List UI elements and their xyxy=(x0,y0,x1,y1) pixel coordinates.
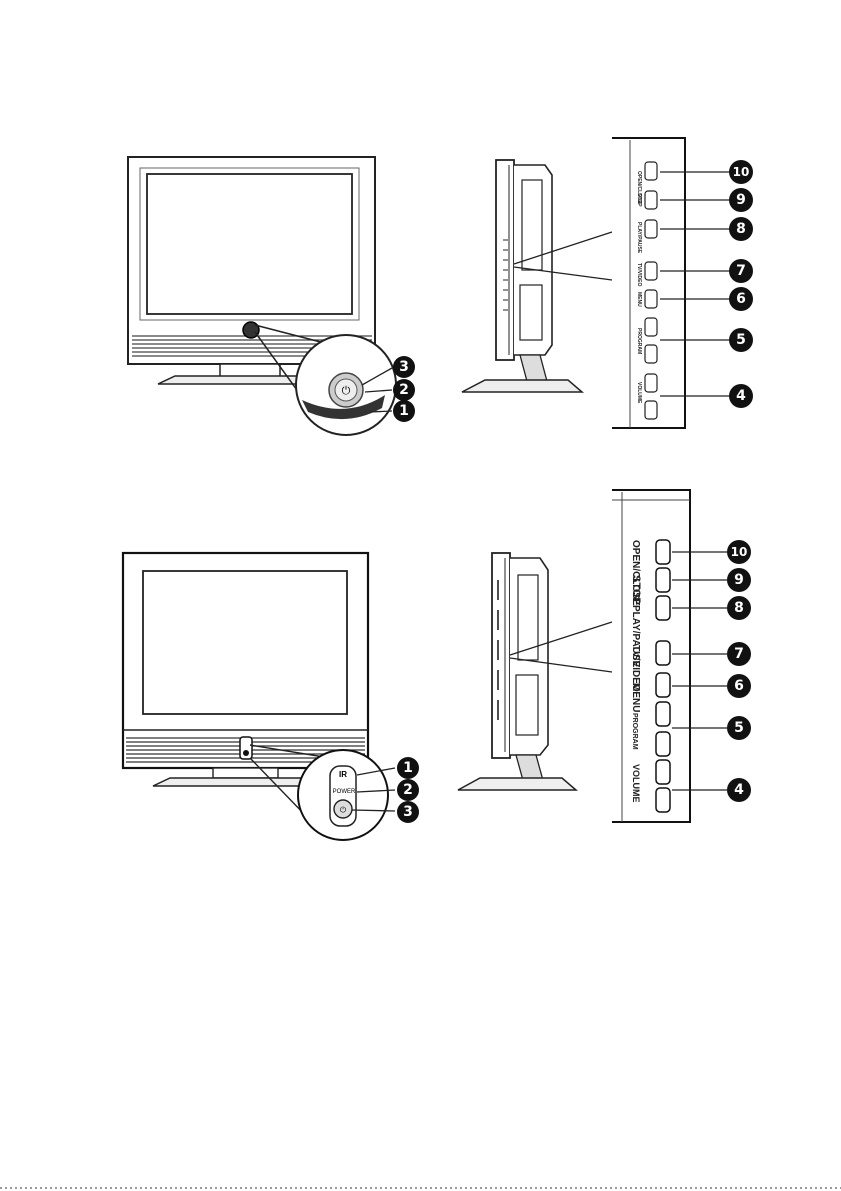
top-label-program: PROGRAM xyxy=(636,328,642,354)
top-tv-front: ⏻ 3 2 1 xyxy=(128,157,415,435)
bottom-side-panel: OPEN/CLOSE STOP PLAY/PAUSE TV/VIDEO MENU… xyxy=(612,490,751,822)
bottom-tv-front: IR POWER ⏻ 1 2 3 xyxy=(123,553,419,840)
top-callout-10-text: 10 xyxy=(733,165,750,179)
top-callout-7-text: 7 xyxy=(736,263,746,279)
bottom-callout-10-text: 10 xyxy=(731,545,748,559)
bottom-label-volume: VOLUME xyxy=(631,764,641,803)
top-callout-5-text: 5 xyxy=(736,332,746,348)
bottom-ir-label: IR xyxy=(339,770,347,779)
bottom-buttons xyxy=(656,540,670,812)
top-callout-1-text: 1 xyxy=(399,403,409,419)
top-label-tv-video: TV/VIDEO xyxy=(636,263,642,286)
bottom-tv-side xyxy=(458,553,612,790)
bottom-label-stop: STOP xyxy=(630,575,642,605)
top-callout-6-text: 6 xyxy=(736,291,746,307)
top-callout-4-text: 4 xyxy=(736,388,746,404)
bottom-callout-3-text: 3 xyxy=(403,804,413,820)
bottom-label-program: PROGRAM xyxy=(631,713,638,750)
bottom-power-label: POWER xyxy=(333,789,356,795)
bottom-callout-2-text: 2 xyxy=(403,782,413,798)
top-buttons xyxy=(645,162,657,419)
top-tv-side xyxy=(462,160,612,392)
bottom-callout-5-text: 5 xyxy=(734,720,744,736)
top-callout-3-text: 3 xyxy=(399,359,409,375)
top-callout-9-text: 9 xyxy=(736,192,746,208)
bottom-label-menu: MENU xyxy=(630,683,641,712)
bottom-callout-1-text: 1 xyxy=(403,760,413,776)
bottom-power-symbol-icon: ⏻ xyxy=(340,806,347,815)
top-power-knob xyxy=(243,322,259,338)
top-label-menu: MENU xyxy=(636,292,642,307)
top-label-stop: STOP xyxy=(636,193,642,207)
bottom-callout-4-text: 4 xyxy=(734,782,744,798)
bottom-callout-8-text: 8 xyxy=(734,600,744,616)
power-symbol-icon: ⏻ xyxy=(342,385,351,397)
bottom-callout-6-text: 6 xyxy=(734,678,744,694)
top-callout-8-text: 8 xyxy=(736,221,746,237)
top-side-panel: OPEN/CLOSE STOP PLAY/PAUSE TV/VIDEO MENU… xyxy=(612,138,753,428)
bottom-callout-9-text: 9 xyxy=(734,572,744,588)
top-label-volume: VOLUME xyxy=(636,382,642,404)
top-label-play-pause: PLAY/PAUSE xyxy=(636,222,642,254)
bottom-callout-7-text: 7 xyxy=(734,646,744,662)
top-callout-2-text: 2 xyxy=(399,382,409,398)
